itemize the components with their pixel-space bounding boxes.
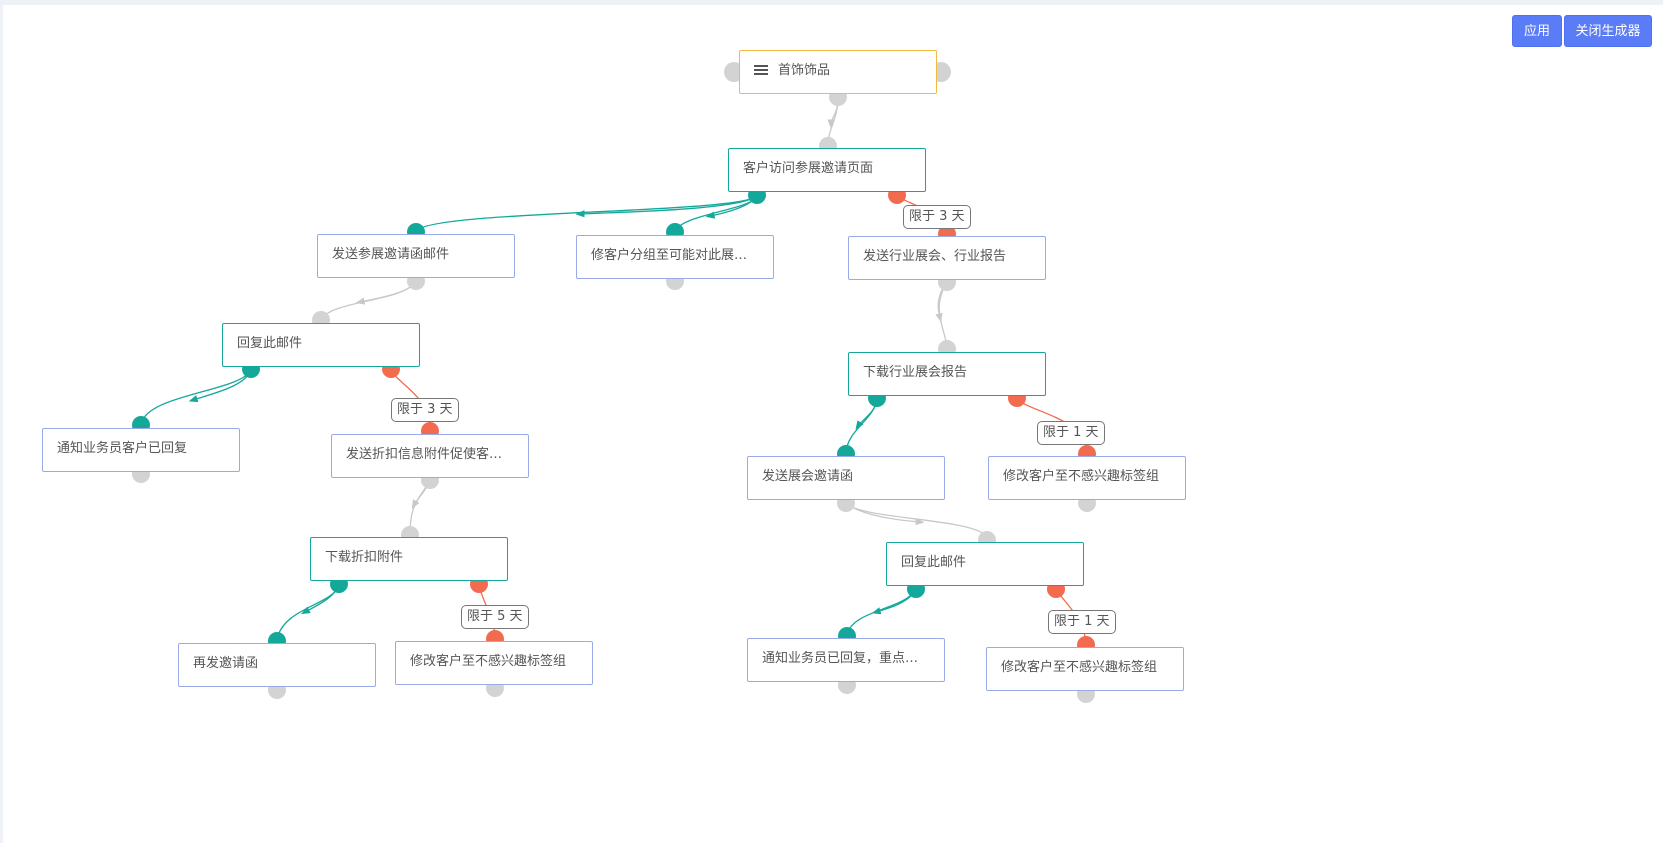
node-download-report[interactable]: 下载行业展会报告: [848, 352, 1046, 396]
node-send-invite-mail[interactable]: 发送参展邀请函邮件: [317, 234, 515, 278]
node-notify-sales-1[interactable]: 通知业务员客户已回复: [42, 428, 240, 472]
node-reply-mail-2[interactable]: 回复此邮件: [886, 542, 1084, 586]
node-send-report[interactable]: 发送行业展会、行业报告: [848, 236, 1046, 280]
node-modify-uninterested-2[interactable]: 修改客户至不感兴趣标签组: [395, 641, 593, 685]
node-reply-mail-1[interactable]: 回复此邮件: [222, 323, 420, 367]
apply-button[interactable]: 应用: [1512, 15, 1562, 47]
node-modify-uninterested-1[interactable]: 修改客户至不感兴趣标签组: [988, 456, 1186, 500]
edge-reply2-notify: [846, 588, 917, 637]
edge-expo-reply: [845, 502, 988, 539]
node-resend-invite[interactable]: 再发邀请函: [178, 643, 376, 687]
close-generator-button[interactable]: 关闭生成器: [1564, 15, 1652, 47]
node-notify-sales-2[interactable]: 通知业务员已回复，重点跟...: [747, 638, 945, 682]
top-border: [0, 0, 1663, 5]
node-download-discount[interactable]: 下载折扣附件: [310, 537, 508, 581]
root-node[interactable]: 首饰饰品: [739, 50, 937, 94]
node-send-discount[interactable]: 发送折扣信息附件促使客户...: [331, 434, 529, 478]
node-modify-group[interactable]: 修客户分组至可能对此展会...: [576, 235, 774, 279]
edge-reply-notify: [140, 369, 252, 426]
left-border: [0, 0, 3, 843]
node-visit-page[interactable]: 客户访问参展邀请页面: [728, 148, 926, 192]
time-limit-tag[interactable]: 限于 1 天: [1048, 610, 1116, 634]
edge-discount-download: [409, 480, 431, 535]
root-node-label: 首饰饰品: [778, 63, 831, 78]
edge-download-expo: [845, 398, 878, 454]
node-modify-uninterested-3[interactable]: 修改客户至不感兴趣标签组: [986, 647, 1184, 691]
node-send-expo-invite[interactable]: 发送展会邀请函: [747, 456, 945, 500]
edge-downloaddiscount-resend: [276, 584, 340, 641]
time-limit-tag[interactable]: 限于 3 天: [391, 398, 459, 422]
time-limit-tag[interactable]: 限于 5 天: [461, 605, 529, 629]
time-limit-tag[interactable]: 限于 3 天: [903, 205, 971, 229]
time-limit-tag[interactable]: 限于 1 天: [1037, 421, 1105, 445]
list-icon: [754, 64, 768, 76]
edge-report-download: [938, 281, 948, 349]
